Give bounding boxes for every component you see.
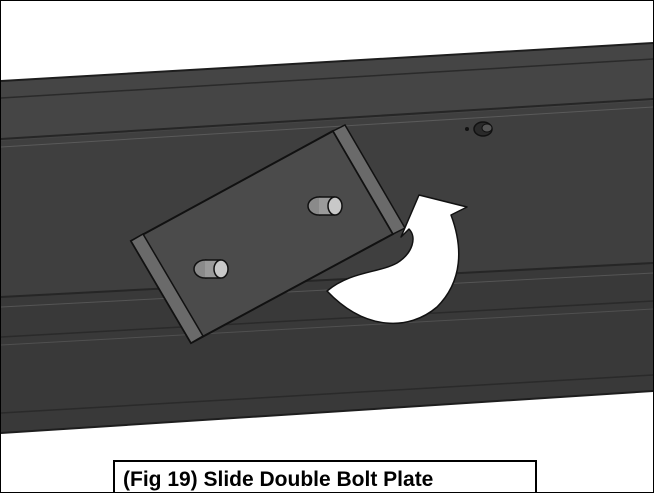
rail-bottom-line-1 [1,262,653,298]
rail-bottom-line-2 [1,272,653,308]
rail-top-flange [1,43,653,141]
rail-bottom-edge [1,390,653,434]
figure-caption-box: (Fig 19) Slide Double Bolt Plate [113,460,537,492]
plate-left-lip [129,232,205,345]
plate-bolt-lower [193,259,229,279]
rail-top-edge [1,42,653,82]
rail-bottom-line-4 [1,308,653,346]
figure-caption: (Fig 19) Slide Double Bolt Plate [123,468,434,491]
rotate-clockwise-arrow-icon [326,194,468,325]
rail-bolt-hole [465,121,493,137]
rail-bottom-line-5 [1,374,653,414]
rail-bottom-line-3 [1,300,653,338]
rail-flange-line-3 [1,106,653,148]
plate-bolt-upper [307,196,343,216]
rail-flange-line-1 [1,58,653,99]
rail-bottom-flange [1,263,653,433]
rail-flange-line-2 [1,98,653,140]
double-bolt-plate [129,124,407,345]
